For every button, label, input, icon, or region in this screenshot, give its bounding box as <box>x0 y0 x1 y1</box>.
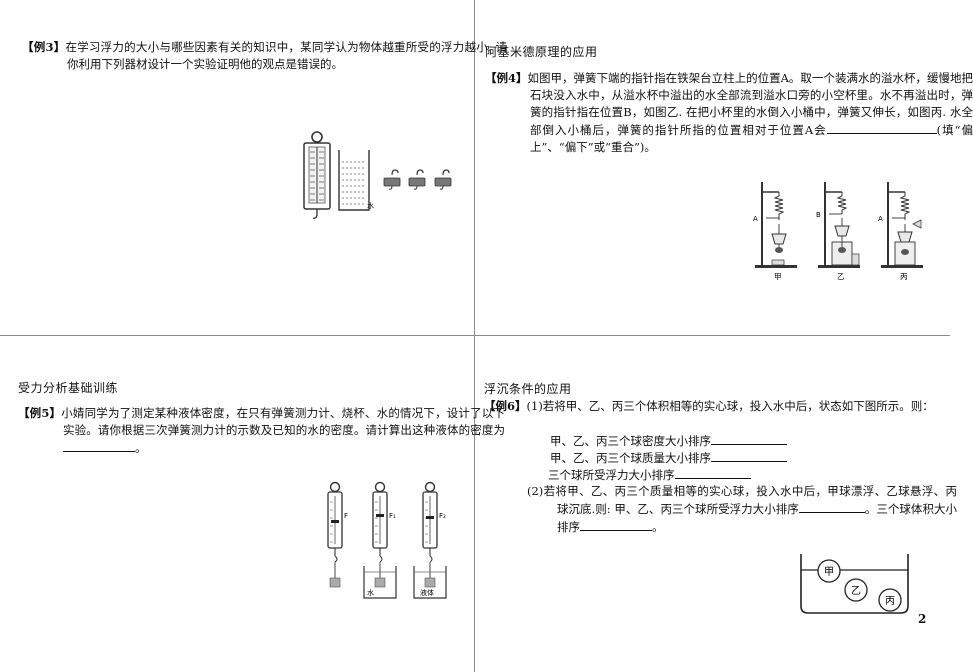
section-heading-archimedes: 阿基米德原理的应用 <box>485 45 598 59</box>
example-5-label: 【例5】 <box>18 406 62 420</box>
hook-weight-1 <box>383 169 401 190</box>
example-3-equipment-figure: 水 <box>303 131 452 219</box>
example-3-label: 【例3】 <box>22 40 66 54</box>
example-6-line-mass: 甲、乙、丙三个球质量大小排序 <box>550 449 787 467</box>
part2-buoyancy-blank <box>798 500 865 513</box>
buoyancy-order-blank <box>674 466 751 479</box>
example-5-figure: F F₁ 水 F₂ 液体 <box>327 481 447 599</box>
mass-order-text: 甲、乙、丙三个球质量大小排序 <box>550 451 711 465</box>
example-4-answer-blank <box>826 121 937 134</box>
spring-scale <box>303 131 331 219</box>
example-3-text: 【例3】在学习浮力的大小与哪些因素有关的知识中，某同学认为物体越重所受的浮力越小… <box>22 39 507 73</box>
ball-bing <box>878 588 902 612</box>
example-6-line-density: 甲、乙、丙三个球密度大小排序 <box>550 432 787 450</box>
ball-label-bing: 丙 <box>885 596 895 607</box>
example-6-part1-text: (1)若将甲、乙、丙三个体积相等的实心球，投入水中后，状态如下图所示。则： <box>526 399 934 413</box>
ball-label-jia: 甲 <box>824 567 834 578</box>
example-6-part1: 【例6】(1)若将甲、乙、丙三个体积相等的实心球，投入水中后，状态如下图所示。则… <box>484 398 973 415</box>
ball-yi <box>844 578 868 602</box>
density-order-blank <box>711 432 787 445</box>
figure-jia-mark-a: A <box>753 215 758 223</box>
density-order-text: 甲、乙、丙三个球密度大小排序 <box>550 434 711 448</box>
force-label-f: F <box>344 512 348 520</box>
example-5-body: 小婧同学为了测定某种液体密度，在只有弹簧测力计、烧杯、水的情况下，设计了以下实验… <box>61 406 505 437</box>
example-5-liquid-label: 液体 <box>420 588 434 597</box>
figure-label-yi: 乙 <box>837 272 845 281</box>
force-label-f2: F₂ <box>439 512 446 520</box>
example-4-body: 如图甲，弹簧下端的指针指在铁架台立柱上的位置A。取一个装满水的溢水杯，缓慢地把石… <box>527 71 973 137</box>
example-6-part2: (2)若将甲、乙、丙三个质量相等的实心球，投入水中后，甲球漂浮、乙球悬浮、丙球沉… <box>527 483 957 536</box>
section-heading-buoyancy-conditions: 浮沉条件的应用 <box>484 382 572 396</box>
horizontal-divider <box>0 335 950 336</box>
figure-label-jia: 甲 <box>774 272 782 281</box>
figure-bing <box>881 182 923 268</box>
example-6-part2-text: (2)若将甲、乙、丙三个质量相等的实心球，投入水中后，甲球漂浮、乙球悬浮、丙球沉… <box>527 484 957 516</box>
example-4-figure: A B A 甲 乙 丙 <box>753 182 923 281</box>
example-5-answer-blank <box>63 439 135 452</box>
force-label-f1: F₁ <box>389 512 396 520</box>
ball-jia <box>817 559 841 583</box>
example-4-label: 【例4】 <box>485 71 528 85</box>
example-6-part2-mid: 。三个球体积大小排序 <box>557 502 957 534</box>
ball-label-yi: 乙 <box>851 585 861 597</box>
example-4-body-end: (填“偏上”、“偏下”或“重合”)。 <box>530 123 973 154</box>
spring-scale-in-air <box>327 481 343 588</box>
example-4-text: 【例4】如图甲，弹簧下端的指针指在铁架台立柱上的位置A。取一个装满水的溢水杯，缓… <box>485 70 973 156</box>
mass-order-blank <box>711 449 787 462</box>
page-number: 2 <box>918 612 927 626</box>
spring-scale-in-liquid <box>413 481 447 599</box>
buoyancy-order-text: 三个球所受浮力大小排序 <box>548 468 675 482</box>
hook-weight-3 <box>434 169 452 190</box>
example-6-line-buoyancy: 三个球所受浮力大小排序 <box>548 466 751 484</box>
example-5-text: 【例5】小婧同学为了测定某种液体密度，在只有弹簧测力计、烧杯、水的情况下，设计了… <box>18 405 505 457</box>
spring-scale-in-water <box>363 481 397 599</box>
example-6-part2-end: 。 <box>652 520 664 534</box>
example-3-body: 在学习浮力的大小与哪些因素有关的知识中，某同学认为物体越重所受的浮力越小. 请你… <box>65 40 507 71</box>
example-6-label: 【例6】 <box>484 399 527 413</box>
example-3-water-label: 水 <box>367 201 374 210</box>
example-5-body-end: 。 <box>135 441 147 455</box>
beaker-with-water <box>338 150 370 211</box>
figure-yi-mark-b: B <box>816 211 821 219</box>
figure-bing-mark-a: A <box>878 215 883 223</box>
section-heading-force-analysis: 受力分析基础训练 <box>18 381 119 395</box>
example-5-water-label: 水 <box>367 588 374 597</box>
vertical-divider <box>474 0 475 672</box>
figure-yi <box>818 182 860 268</box>
example-6-container-figure: 甲 乙 丙 <box>800 554 909 614</box>
figure-jia <box>755 182 797 268</box>
hook-weight-2 <box>408 169 426 190</box>
part2-volume-blank <box>580 518 652 531</box>
figure-label-bing: 丙 <box>900 272 908 281</box>
